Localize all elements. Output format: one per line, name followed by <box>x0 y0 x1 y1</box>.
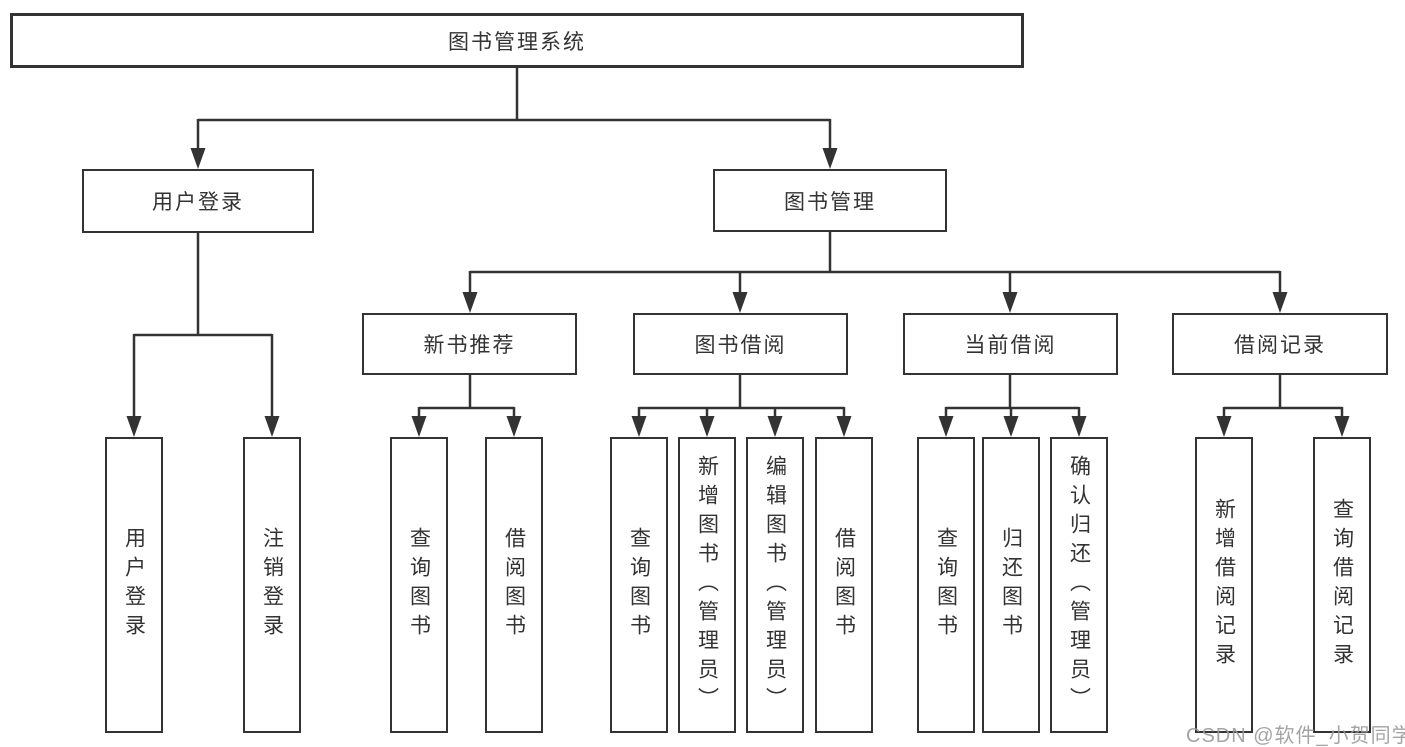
leaf-user-login: 用户登录 <box>105 437 163 733</box>
leaf-add-borrow-record: 新增借阅记录 <box>1195 437 1253 733</box>
leaf-label: 查询图书 <box>934 527 958 643</box>
arrowhead-icons <box>126 148 1350 437</box>
leaf-label: 查询图书 <box>407 527 431 643</box>
leaf-label: 查询图书 <box>627 527 651 643</box>
node-current-borrow: 当前借阅 <box>903 313 1118 375</box>
leaf-label: 借阅图书 <box>502 527 526 643</box>
leaf-borrow-books: 借阅图书 <box>815 437 873 733</box>
leaf-add-book-admin: 新增图书（管理员） <box>678 437 736 733</box>
leaf-return-books: 归还图书 <box>982 437 1040 733</box>
csdn-watermark: CSDN @软件_小贺同学 <box>1186 725 1405 747</box>
node-user-login: 用户登录 <box>82 169 314 233</box>
node-book-management: 图书管理 <box>713 169 947 232</box>
leaf-label: 用户登录 <box>122 527 146 643</box>
leaf-edit-book-admin: 编辑图书（管理员） <box>746 437 804 733</box>
leaf-query-books-recommend: 查询图书 <box>390 437 448 733</box>
leaf-label: 确认归还（管理员） <box>1067 454 1091 716</box>
leaf-label: 归还图书 <box>999 527 1023 643</box>
leaf-query-books-current: 查询图书 <box>917 437 975 733</box>
leaf-confirm-return-admin: 确认归还（管理员） <box>1050 437 1108 733</box>
leaf-logout: 注销登录 <box>243 437 301 733</box>
leaf-label: 借阅图书 <box>832 527 856 643</box>
node-book-borrow: 图书借阅 <box>633 313 848 375</box>
leaf-label: 查询借阅记录 <box>1330 498 1354 672</box>
leaf-label: 注销登录 <box>260 527 284 643</box>
leaf-label: 编辑图书（管理员） <box>763 454 787 716</box>
node-borrow-records: 借阅记录 <box>1172 313 1388 375</box>
node-new-book-recommend: 新书推荐 <box>362 313 577 375</box>
leaf-borrow-books-recommend: 借阅图书 <box>485 437 543 733</box>
node-library-management-system: 图书管理系统 <box>10 13 1024 68</box>
leaf-label: 新增借阅记录 <box>1212 498 1236 672</box>
leaf-label: 新增图书（管理员） <box>695 454 719 716</box>
leaf-query-books-borrow: 查询图书 <box>610 437 668 733</box>
leaf-query-borrow-record: 查询借阅记录 <box>1313 437 1371 733</box>
